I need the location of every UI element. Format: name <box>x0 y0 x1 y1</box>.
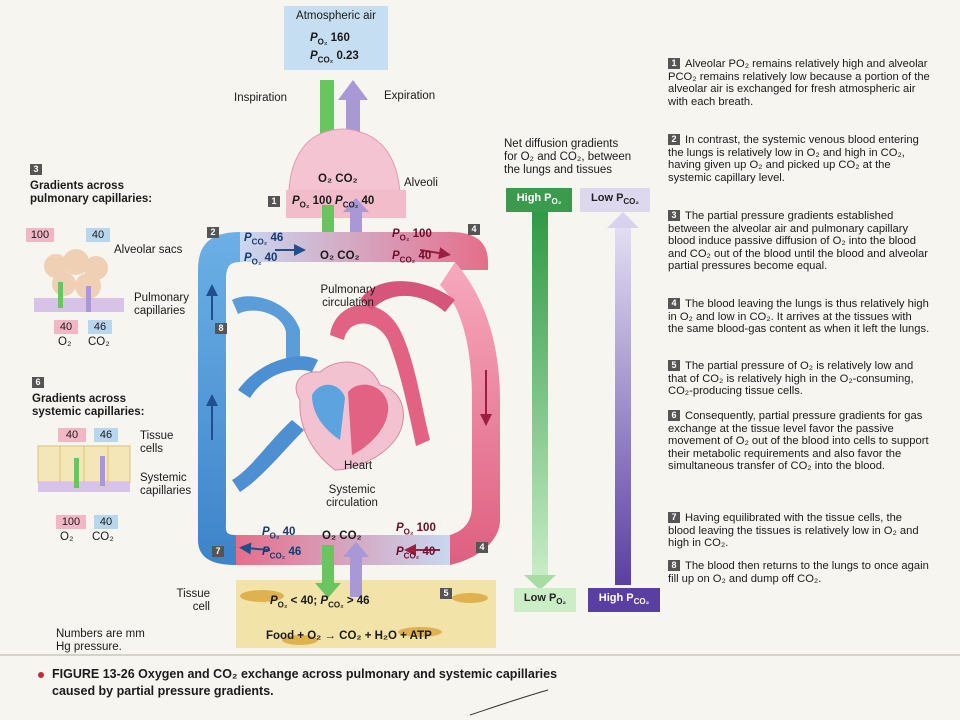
venous-vessel-left <box>198 232 240 565</box>
atmospheric-air-title: Atmospheric air <box>296 10 376 22</box>
alveoli-label: Alveoli <box>404 177 438 189</box>
caption-bullet <box>38 672 44 678</box>
systemic-capillary <box>236 535 450 565</box>
right-top-pco2: PCO₂ 40 <box>392 250 432 265</box>
o2-gradient-bar <box>532 212 548 578</box>
alveolar-sacs-label: Alveolar sacs <box>114 244 183 256</box>
right-top-po2: PO₂ 100 <box>392 228 432 243</box>
left-top-po2: PO₂ 40 <box>244 252 278 267</box>
panel3-bot-co2: 46 <box>88 320 112 334</box>
metabolism-equation: Food + O₂ → CO₂ + H₂O + ATP <box>266 630 432 642</box>
panel3-gas-co2: CO₂ <box>88 336 110 348</box>
pulmonary-capillary-strip <box>34 298 124 312</box>
panel6-bot-o2: 100 <box>56 515 86 529</box>
tissue-layer <box>236 580 496 648</box>
badge-8: 8 <box>215 323 227 334</box>
panel3-top-o2: 100 <box>26 228 54 242</box>
pulmonary-capillary <box>240 232 488 270</box>
left-bot-pco2: PCO₂ 46 <box>262 546 302 561</box>
alveoli-pressures: PO₂ 100 PCO₂ 40 <box>292 195 375 210</box>
badge-2: 2 <box>207 227 219 238</box>
panel3-badge: 3 <box>30 164 42 175</box>
badge-1: 1 <box>268 196 280 207</box>
high-pco2-label: High PCO₂ <box>588 588 660 613</box>
panel6-gas-o2: O₂ <box>60 531 74 543</box>
atmospheric-air-box <box>284 6 388 70</box>
right-bot-po2: PO₂ 100 <box>396 522 436 537</box>
badge-7: 7 <box>212 546 224 557</box>
panel6-badge: 6 <box>32 377 44 388</box>
tissue-pressures: PO₂ < 40; PCO₂ > 46 <box>270 595 370 610</box>
arterial-vessel-right <box>440 262 500 565</box>
heart-label: Heart <box>344 460 373 472</box>
net-diffusion-heading: Net diffusion gradients for O₂ and CO₂, … <box>504 138 632 176</box>
badge-5: 5 <box>440 588 452 599</box>
atmo-pco2: PCO₂ 0.23 <box>310 50 359 65</box>
top-capillary-gases: O₂ CO₂ <box>320 250 360 262</box>
panel6-top-o2: 40 <box>58 428 86 442</box>
left-bot-po2: PO₂ 40 <box>262 526 296 541</box>
alveoli-shape <box>288 128 401 211</box>
low-po2-label: Low PO₂ <box>514 588 576 613</box>
bottom-capillary-gases: O₂ CO₂ <box>322 530 362 542</box>
right-bot-pco2: PCO₂ 40 <box>396 546 436 561</box>
low-pco2-label: Low PCO₂ <box>580 188 650 213</box>
panel3-bot-o2: 40 <box>54 320 78 334</box>
panel6-gas-co2: CO₂ <box>92 531 114 543</box>
badge-4-bottom: 4 <box>476 542 488 553</box>
badge-4-top: 4 <box>468 224 480 235</box>
panel6-bot-co2: 40 <box>94 515 118 529</box>
figure-caption: FIGURE 13-26 Oxygen and CO₂ exchange acr… <box>52 667 558 698</box>
panel3-gas-o2: O₂ <box>58 336 72 348</box>
panel6-top-co2: 46 <box>94 428 118 442</box>
atmo-po2: PO₂ 160 <box>310 32 350 47</box>
co2-gradient-bar <box>615 225 631 585</box>
panel3-top-co2: 40 <box>86 228 110 242</box>
high-po2-label: High PO₂ <box>506 188 572 213</box>
expiration-label: Expiration <box>384 90 436 102</box>
left-top-pco2: PCO₂ 46 <box>244 232 284 247</box>
caption-divider <box>0 654 960 656</box>
alveoli-gases: O₂ CO₂ <box>318 173 358 185</box>
inspiration-label: Inspiration <box>234 92 288 104</box>
